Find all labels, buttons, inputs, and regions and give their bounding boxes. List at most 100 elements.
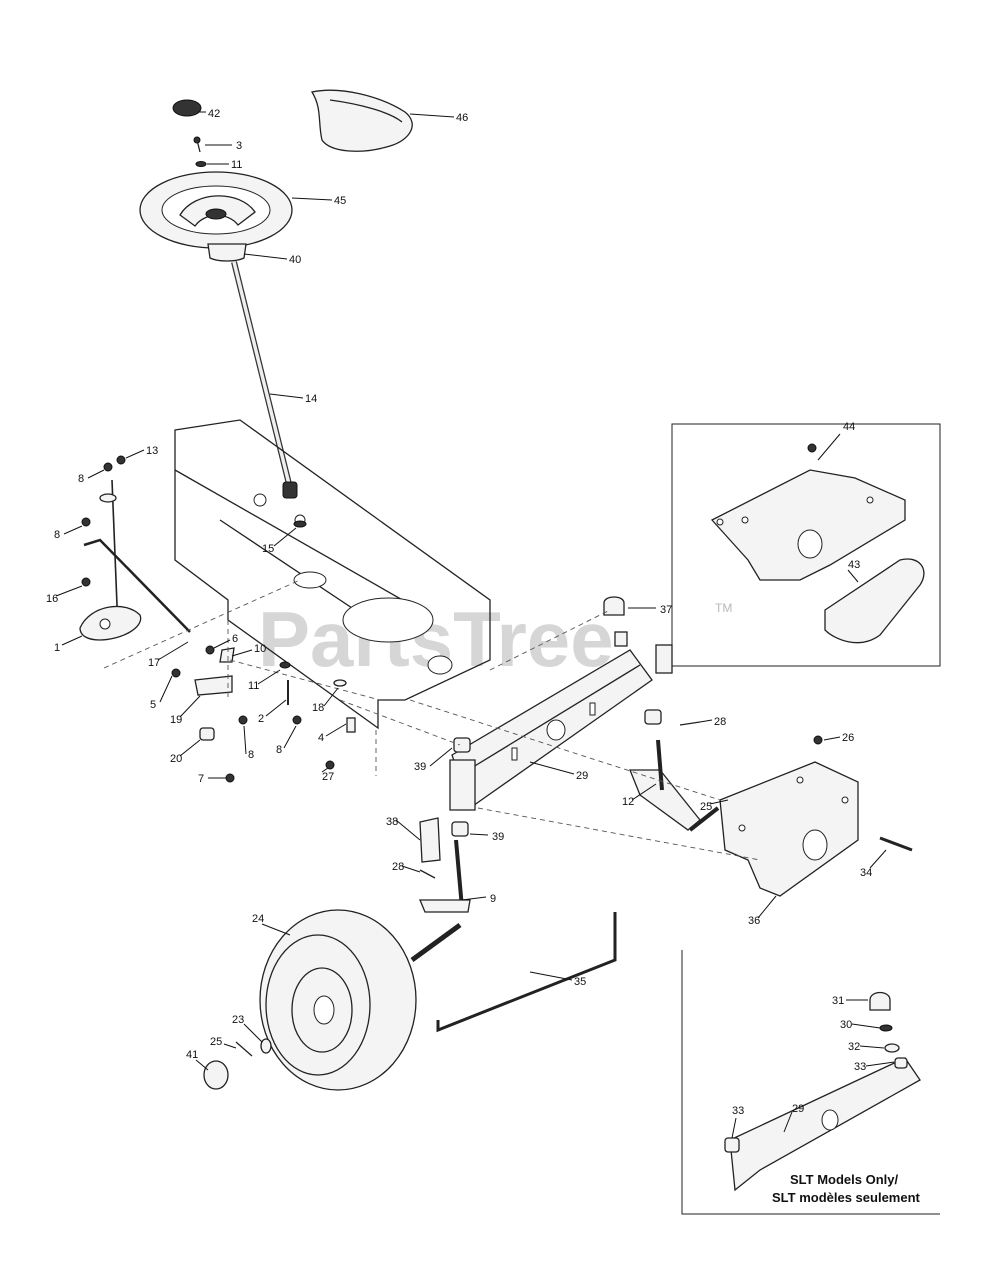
callout-label[interactable]: 14 [305,393,317,405]
callout-label[interactable]: 46 [456,112,468,124]
bolt-34[interactable] [879,836,913,852]
slt-front-axle[interactable] [724,1057,921,1192]
steering-adapter[interactable] [207,243,247,262]
steering-gear-plate[interactable] [79,605,142,641]
callout-label[interactable]: 8 [276,744,282,756]
callout-label[interactable]: 11 [231,159,242,171]
callout-label[interactable]: 31 [832,995,844,1007]
callout-label[interactable]: 19 [170,714,182,726]
callout-label[interactable]: 20 [170,753,182,765]
callout-label[interactable]: 32 [848,1041,860,1053]
spindle-12[interactable] [629,739,720,832]
callout-label[interactable]: 17 [148,657,160,669]
washer-11[interactable] [279,661,291,669]
hex-nut-16[interactable] [81,577,91,587]
ball-joint-10[interactable] [219,647,235,663]
tie-rod-35[interactable] [436,912,617,1033]
cap-part[interactable] [172,99,202,117]
washer-23[interactable] [260,1038,272,1054]
callout-label[interactable]: 10 [254,643,266,655]
callout-label[interactable]: 8 [78,473,84,485]
callout-label[interactable]: 4 [318,732,324,744]
bolt-5[interactable] [171,668,181,678]
callout-label[interactable]: 35 [574,976,586,988]
callout-label[interactable]: 27 [322,771,334,783]
callout-label[interactable]: 3 [236,140,242,152]
callout-label[interactable]: 18 [312,702,324,714]
hub-cap-41[interactable] [203,1060,229,1090]
hex-nut-8[interactable] [103,462,113,472]
bushing-15[interactable] [293,520,307,528]
frame-part[interactable] [174,419,491,730]
bushing-37b[interactable] [614,631,628,647]
callout-label[interactable]: 11 [248,680,259,692]
washer-part[interactable] [195,161,207,167]
drag-link[interactable] [83,479,191,633]
front-pivot-bracket[interactable] [719,761,859,897]
callout-label[interactable]: 1 [54,642,60,654]
callout-label[interactable]: 45 [334,195,346,207]
callout-label[interactable]: 26 [842,732,854,744]
callout-label[interactable]: 15 [262,543,274,555]
hex-nut-7[interactable] [225,773,235,783]
bolt-26[interactable] [813,735,823,745]
callout-label[interactable]: 33 [732,1105,744,1117]
cotter-pin-28b[interactable] [419,869,436,879]
spacer-18[interactable] [333,679,347,687]
washer-top[interactable] [99,493,117,503]
bushing-38[interactable] [419,817,441,863]
spindle-9[interactable] [410,839,471,963]
callout-label[interactable]: 41 [186,1049,198,1061]
pivot-bar-19[interactable] [194,675,233,696]
callout-label[interactable]: 25 [210,1036,222,1048]
callout-label[interactable]: 8 [54,529,60,541]
callout-label[interactable]: 2 [258,713,264,725]
callout-label[interactable]: 29 [576,770,588,782]
callout-label[interactable]: 28 [392,861,404,873]
callout-label[interactable]: 25 [700,801,712,813]
callout-label[interactable]: 33 [854,1061,866,1073]
callout-label[interactable]: 36 [748,915,760,927]
callout-label[interactable]: 30 [840,1019,852,1031]
callout-label[interactable]: 37 [660,604,672,616]
steering-shaft[interactable] [231,261,298,499]
bushing-39a[interactable] [453,737,471,753]
callout-label[interactable]: 39 [492,831,504,843]
callout-label[interactable]: 8 [248,749,254,761]
callout-label[interactable]: 39 [414,761,426,773]
wheel-tire-24[interactable] [259,909,417,1091]
hex-nut-8b[interactable] [81,517,91,527]
spacer-4[interactable] [346,717,356,733]
hex-nut-8d[interactable] [292,715,302,725]
hex-bolt-13[interactable] [116,455,126,465]
nut-27[interactable] [325,760,335,770]
cap-37[interactable] [603,596,625,616]
callout-label[interactable]: 44 [843,421,855,433]
cotter-pin-28[interactable] [679,721,701,726]
washer-30[interactable] [879,1024,893,1032]
hex-nut-8c[interactable] [238,715,248,725]
callout-label[interactable]: 43 [848,559,860,571]
callout-label[interactable]: 38 [386,816,398,828]
callout-label[interactable]: 5 [150,699,156,711]
cap-31[interactable] [869,991,891,1011]
callout-label[interactable]: 16 [46,593,58,605]
washer-32[interactable] [884,1043,900,1053]
callout-label[interactable]: 42 [208,108,220,120]
callout-label[interactable]: 34 [860,867,872,879]
bracket-44[interactable] [710,443,906,581]
callout-label[interactable]: 29 [792,1103,804,1115]
bushing-39b[interactable] [644,709,662,725]
cotter-pin-25b[interactable] [235,1041,253,1057]
callout-label[interactable]: 12 [622,796,634,808]
callout-label[interactable]: 24 [252,913,264,925]
callout-label[interactable]: 28 [714,716,726,728]
callout-label[interactable]: 13 [146,445,158,457]
bolt-part[interactable] [193,136,201,153]
front-axle[interactable] [449,649,653,811]
steering-wheel[interactable] [139,171,293,249]
callout-label[interactable]: 7 [198,773,204,785]
ball-joint-6[interactable] [205,645,215,655]
callout-label[interactable]: 9 [490,893,496,905]
callout-label[interactable]: 6 [232,633,238,645]
